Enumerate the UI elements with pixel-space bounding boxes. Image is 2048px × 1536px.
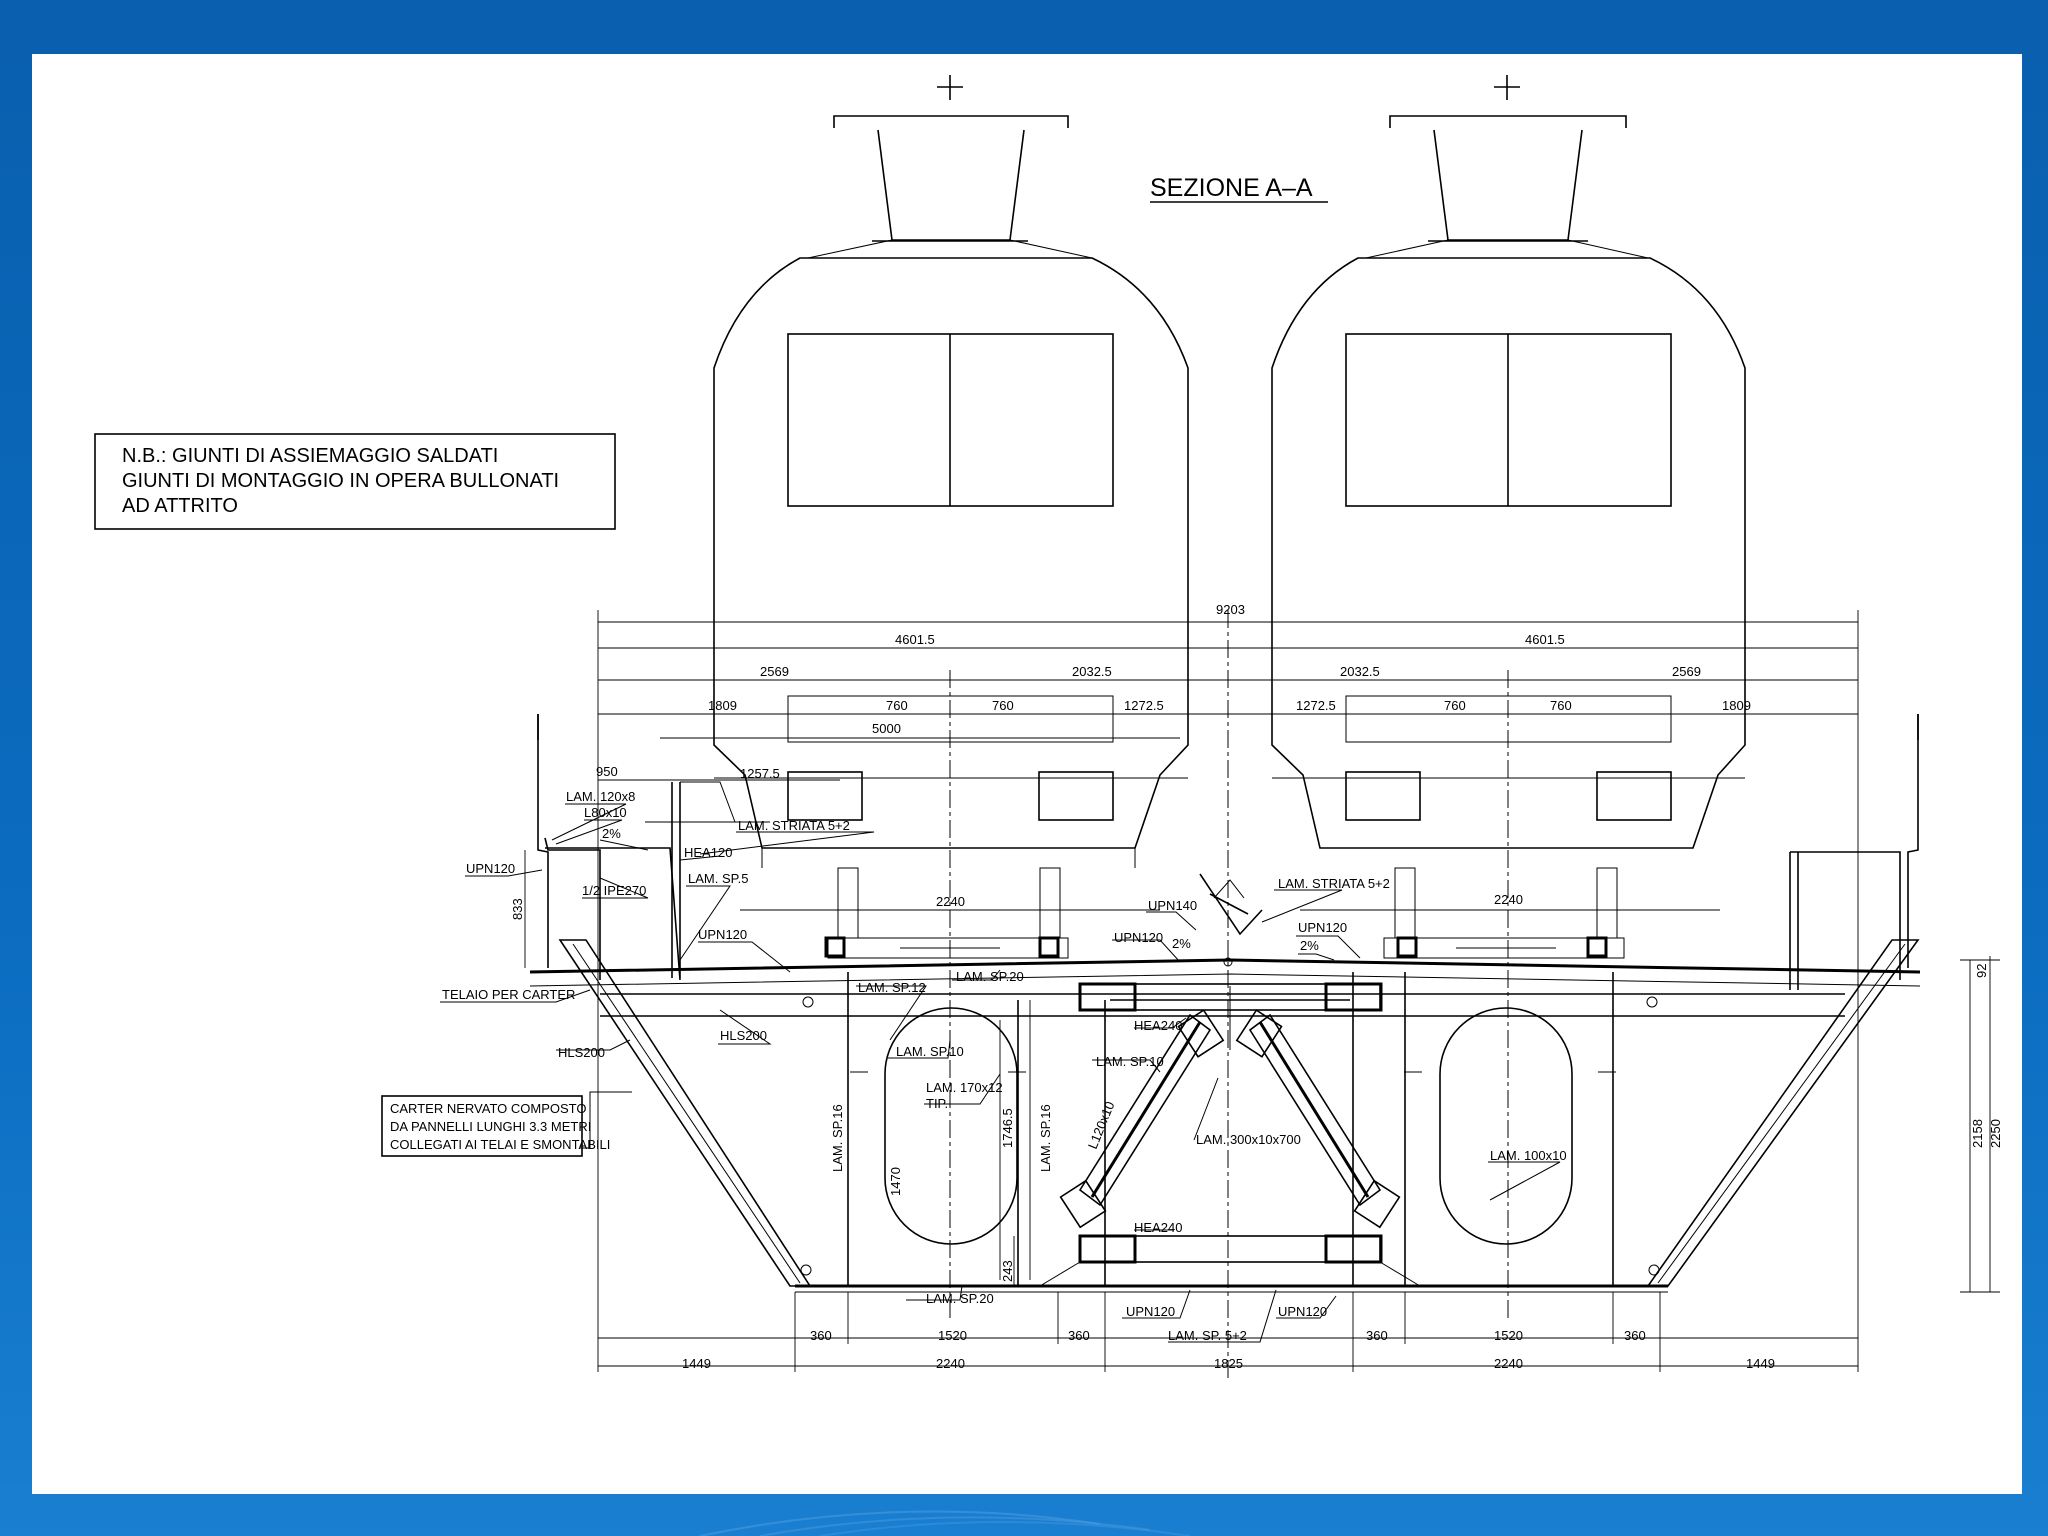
carter-note-line-2: DA PANNELLI LUNGHI 3.3 METRI	[390, 1119, 591, 1134]
dim-f-left: 1257.5	[740, 766, 780, 781]
pantograph-right	[1365, 75, 1649, 259]
label-l120x10: L120x10	[1085, 1099, 1118, 1151]
label-tip: TIP.	[926, 1096, 948, 1111]
label-lam100: LAM. 100x10	[1490, 1148, 1567, 1163]
dim-d-left: 1272.5	[1124, 698, 1164, 713]
dim-2158: 2158	[1970, 1119, 1985, 1148]
label-upn120-right: UPN120	[1298, 920, 1347, 935]
dim-total: 9203	[1216, 602, 1245, 617]
label-lam-sp52: LAM. SP. 5+2	[1168, 1328, 1247, 1343]
dim-c2: 2240	[936, 1356, 965, 1371]
dim-2250: 2250	[1988, 1119, 2003, 1148]
dim-833: 833	[510, 898, 525, 920]
dim-1746: 1746.5	[1000, 1108, 1015, 1148]
oval-opening-right	[1439, 1007, 1573, 1245]
label-lam-sp16-left: LAM. SP.16	[830, 1104, 845, 1172]
dim-b1: 360	[810, 1328, 832, 1343]
dim-g-left: 2240	[936, 894, 965, 909]
dim-w2: 760	[992, 698, 1014, 713]
drawing-sheet: SEZIONE A–A N.B.: GIUNTI DI ASSIEMAGGIO …	[32, 54, 2022, 1494]
label-slope-right: 2%	[1300, 938, 1319, 953]
dimension-lines	[524, 610, 2000, 1372]
dim-b-left: 2032.5	[1072, 664, 1112, 679]
vehicle-left	[713, 257, 1189, 868]
label-lam-sp16-center: LAM. SP.16	[1038, 1104, 1053, 1172]
dim-w3: 760	[1444, 698, 1466, 713]
carter-note-line-1: CARTER NERVATO COMPOSTO	[390, 1101, 586, 1116]
deck-structure	[529, 714, 1921, 1293]
dim-c3: 1825	[1214, 1356, 1243, 1371]
carter-note-box: CARTER NERVATO COMPOSTO DA PANNELLI LUNG…	[381, 1095, 610, 1157]
label-lam-sp5: LAM. SP.5	[688, 871, 748, 886]
label-striata-left: LAM. STRIATA 5+2	[738, 818, 850, 833]
dim-a-left: 2569	[760, 664, 789, 679]
dim-b6: 360	[1624, 1328, 1646, 1343]
dim-w4: 760	[1550, 698, 1572, 713]
note-line-1: N.B.: GIUNTI DI ASSIEMAGGIO SALDATI	[122, 445, 498, 467]
central-truss	[1039, 873, 1421, 1287]
oval-opening-left	[884, 1007, 1018, 1245]
dim-c-right: 1809	[1722, 698, 1751, 713]
label-lam-sp10-left: LAM. SP.10	[896, 1044, 964, 1059]
dim-b4: 360	[1366, 1328, 1388, 1343]
label-ipe270: 1/2 IPE270	[582, 883, 646, 898]
dim-c-left: 1809	[708, 698, 737, 713]
dim-c1: 1449	[682, 1356, 711, 1371]
label-upn120-bottom-right: UPN120	[1278, 1304, 1327, 1319]
label-lam-sp20-bottom: LAM. SP.20	[926, 1291, 994, 1306]
dim-half-left: 4601.5	[895, 632, 935, 647]
label-telaio: TELAIO PER CARTER	[442, 987, 575, 1002]
dim-243: 243	[1000, 1260, 1015, 1282]
label-upn120-left: UPN120	[466, 861, 515, 876]
dim-w1: 760	[886, 698, 908, 713]
label-upn120-center: UPN120	[1114, 930, 1163, 945]
dim-g-right: 2240	[1494, 892, 1523, 907]
label-lam170: LAM. 170x12	[926, 1080, 1003, 1095]
dim-e-left: 950	[596, 764, 618, 779]
label-upn120-bottom-left: UPN120	[1126, 1304, 1175, 1319]
label-hea240-top: HEA240	[1134, 1018, 1182, 1033]
leader-lines	[440, 803, 1561, 1343]
bogie-left	[824, 867, 1069, 959]
technical-drawing: SEZIONE A–A N.B.: GIUNTI DI ASSIEMAGGIO …	[94, 75, 2003, 1380]
dim-c5: 1449	[1746, 1356, 1775, 1371]
label-l80x10: L80x10	[584, 805, 627, 820]
dim-c4: 2240	[1494, 1356, 1523, 1371]
label-slope-left: 2%	[602, 826, 621, 841]
label-upn140: UPN140	[1148, 898, 1197, 913]
label-lam-sp10-center: LAM. SP.10	[1096, 1054, 1164, 1069]
label-hea120: HEA120	[684, 845, 732, 860]
note-line-3: AD ATTRITO	[122, 495, 238, 517]
dim-1470: 1470	[888, 1167, 903, 1196]
note-box: N.B.: GIUNTI DI ASSIEMAGGIO SALDATI GIUN…	[94, 433, 616, 530]
note-line-2: GIUNTI DI MONTAGGIO IN OPERA BULLONATI	[122, 470, 559, 492]
pantograph-left	[807, 75, 1093, 259]
dim-bogie: 5000	[872, 721, 901, 736]
dim-b5: 1520	[1494, 1328, 1523, 1343]
vehicle-right	[1271, 257, 1746, 849]
carter-note-line-3: COLLEGATI AI TELAI E SMONTABILI	[390, 1137, 610, 1152]
dim-92: 92	[1974, 964, 1989, 978]
label-upn120-bottom: UPN120	[698, 927, 747, 942]
label-lam-sp12: LAM. SP.12	[858, 980, 926, 995]
dim-a-right: 2569	[1672, 664, 1701, 679]
label-striata-right: LAM. STRIATA 5+2	[1278, 876, 1390, 891]
label-lam120x8: LAM. 120x8	[566, 789, 635, 804]
dim-half-right: 4601.5	[1525, 632, 1565, 647]
label-hls200-inner: HLS200	[720, 1028, 767, 1043]
dim-d-right: 1272.5	[1296, 698, 1336, 713]
label-lam-sp20-top: LAM. SP.20	[956, 969, 1024, 984]
decorative-swoosh	[699, 1510, 1191, 1536]
bogie-right	[1383, 867, 1625, 959]
label-lam300: LAM. 300x10x700	[1196, 1132, 1301, 1147]
label-slope-center: 2%	[1172, 936, 1191, 951]
label-hls200-outer: HLS200	[558, 1045, 605, 1060]
section-title: SEZIONE A–A	[1150, 174, 1313, 202]
label-hea240-bottom: HEA240	[1134, 1220, 1182, 1235]
dim-b2: 1520	[938, 1328, 967, 1343]
dim-b3: 360	[1068, 1328, 1090, 1343]
dim-b-right: 2032.5	[1340, 664, 1380, 679]
